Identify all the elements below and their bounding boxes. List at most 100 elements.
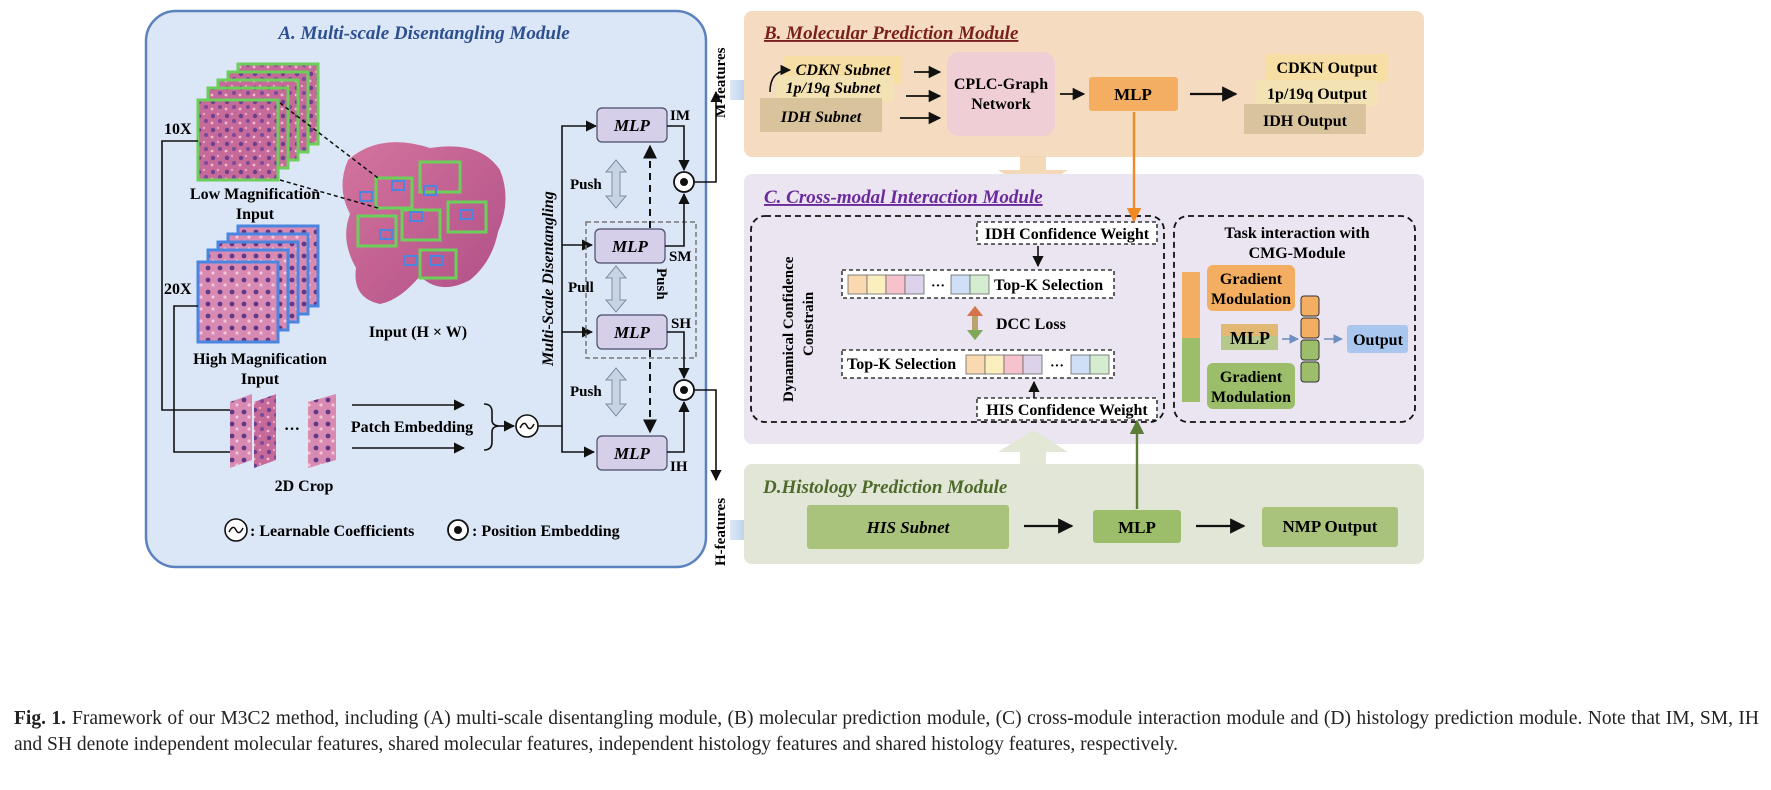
idh-output-box (1244, 104, 1366, 134)
p19q-subnet-box (776, 76, 894, 102)
mlp-b-box (1089, 77, 1178, 111)
token-stack (1300, 295, 1320, 383)
module-b-title: B. Molecular Prediction Module (763, 23, 1019, 44)
mlp-ih-box (596, 435, 668, 471)
input-label: Input (H × W) (369, 324, 467, 341)
his-weight-label: HIS Confidence Weight (986, 402, 1148, 419)
low-magnification-stack (196, 62, 320, 182)
caption-label: Fig. 1. (14, 707, 67, 729)
mlp-sh-label: MLP (613, 323, 651, 342)
mlp-sm-label: MLP (611, 237, 649, 256)
idh-weight-label: IDH Confidence Weight (985, 226, 1150, 243)
green-feature-bar (1182, 338, 1200, 402)
mlp-d-label: MLP (1118, 518, 1156, 537)
crop-dots: ··· (284, 421, 300, 438)
output-c-box (1347, 325, 1408, 353)
push-label-vertical: Push (653, 268, 669, 300)
caption-text: Framework of our M3C2 method, including … (14, 707, 1759, 755)
mlp-im-box (596, 107, 668, 143)
im-label: IM (670, 108, 690, 124)
task-interaction-region (1173, 215, 1416, 423)
mlp-b-label: MLP (1114, 85, 1152, 104)
grad-top-label-1: Gradient (1220, 271, 1283, 288)
cplc-graph-box (947, 52, 1055, 136)
module-b: B. Molecular Prediction Module CDKN Subn… (744, 11, 1424, 157)
mlp-ih-label: MLP (613, 444, 651, 463)
legend-learnable-icon (224, 518, 248, 542)
topk-label-top: Top-K Selection (994, 277, 1103, 294)
high-mag-label-1: High Magnification (193, 351, 327, 368)
sm-label: SM (669, 249, 692, 265)
h-features-label: H-features (713, 498, 729, 566)
module-c: C. Cross-modal Interaction Module Dynami… (744, 174, 1424, 444)
topk-dots-bottom: ··· (1050, 359, 1064, 374)
idh-subnet-label: IDH Subnet (780, 109, 862, 126)
dcc-label-1: Dynamical Confidence (781, 256, 797, 402)
idh-weight-box (976, 221, 1158, 245)
dcc-loss-arrow (967, 306, 983, 340)
gradient-modulation-top (1207, 265, 1295, 311)
crop-label: 2D Crop (275, 478, 334, 495)
pull-arrow (604, 265, 628, 313)
push-label-bottom: Push (570, 384, 602, 400)
his-subnet-box (807, 505, 1009, 549)
high-magnification-stack (196, 224, 320, 344)
msd-label: Multi-Scale Disentangling (540, 191, 557, 367)
idh-output-label: IDH Output (1263, 113, 1348, 130)
figure-caption: Fig. 1.Framework of our M3C2 method, inc… (14, 706, 1759, 758)
task-label-2: CMG-Module (1249, 245, 1346, 262)
nmp-output-label: NMP Output (1283, 517, 1378, 536)
task-label-1: Task interaction with (1224, 225, 1369, 242)
dcc-region (750, 215, 1165, 423)
grad-bottom-label-2: Modulation (1211, 389, 1291, 406)
mag-10x: 10X (164, 121, 192, 138)
position-embedding-node-h (673, 379, 695, 401)
m-features-label: M-features (713, 47, 729, 118)
legend-position-text: : Position Embedding (472, 523, 620, 540)
p19q-output-box (1256, 80, 1378, 106)
crop-patches (230, 394, 336, 468)
mlp-im-label: MLP (613, 116, 651, 135)
position-embedding-node-m (673, 171, 695, 193)
p19q-subnet-label: 1p/19q Subnet (786, 80, 881, 97)
low-mag-label-1: Low Magnification (190, 186, 320, 203)
high-mag-label-2: Input (241, 371, 280, 388)
legend-position-icon (447, 519, 469, 541)
cplc-label-2: Network (971, 96, 1031, 113)
grad-top-label-2: Modulation (1211, 291, 1291, 308)
orange-feature-bar (1182, 272, 1200, 338)
module-a-title: A. Multi-scale Disentangling Module (277, 23, 570, 44)
shared-feature-region (585, 221, 697, 359)
legend-learnable-text: : Learnable Coefficients (250, 523, 414, 540)
push-arrow-bottom (604, 367, 628, 417)
p19q-output-label: 1p/19q Output (1267, 86, 1368, 103)
push-arrow-top (604, 159, 628, 209)
patch-embedding-label: Patch Embedding (351, 419, 473, 436)
grad-bottom-label-1: Gradient (1220, 369, 1283, 386)
output-c-label: Output (1353, 332, 1403, 349)
cdkn-subnet-label: CDKN Subnet (796, 62, 891, 79)
topk-dots-top: ··· (931, 279, 945, 294)
cdkn-output-box (1266, 54, 1388, 82)
cplc-label-1: CPLC-Graph (954, 76, 1048, 93)
framework-figure: A. Multi-scale Disentangling Module Low … (144, 9, 1424, 569)
sh-label: SH (671, 316, 691, 332)
gradient-modulation-bottom (1207, 363, 1295, 409)
nmp-output-box (1262, 507, 1398, 547)
push-label-top: Push (570, 177, 602, 193)
ih-label: IH (670, 459, 688, 475)
cdkn-output-label: CDKN Output (1277, 60, 1379, 77)
mlp-c-label: MLP (1230, 328, 1270, 348)
d-to-c-arrow (998, 430, 1068, 466)
topk-label-bottom: Top-K Selection (847, 356, 956, 373)
learnable-coefficient-node (515, 414, 539, 438)
his-weight-box (976, 397, 1158, 421)
module-d-title: D.Histology Prediction Module (762, 477, 1008, 498)
module-a: A. Multi-scale Disentangling Module Low … (144, 9, 722, 569)
pull-label: Pull (568, 280, 594, 296)
mag-20x: 20X (164, 281, 192, 298)
dcc-label-2: Constrain (801, 291, 817, 356)
his-subnet-label: HIS Subnet (866, 518, 951, 537)
low-mag-label-2: Input (236, 206, 275, 223)
whole-slide-image (342, 142, 506, 304)
